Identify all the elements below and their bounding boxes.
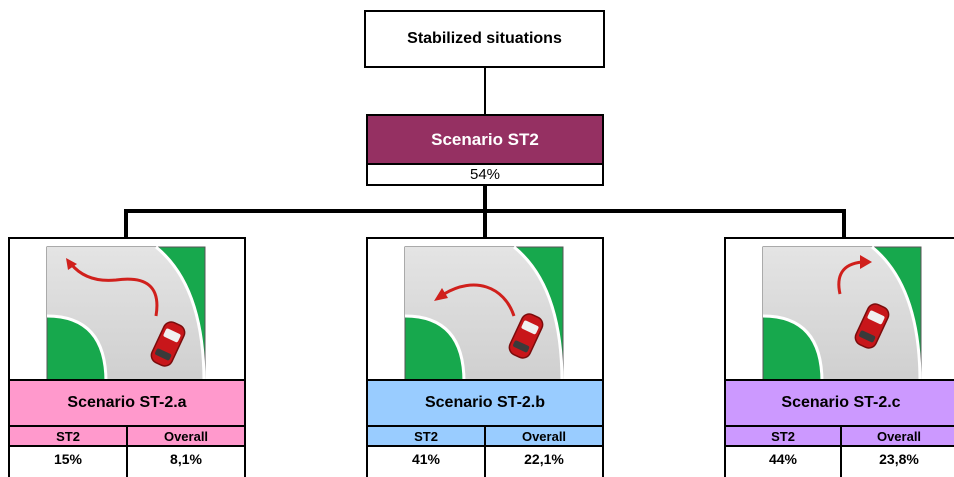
sub-scenario-label-cell: Scenario ST-2.a	[8, 379, 246, 427]
scenario-label: Scenario ST2	[431, 129, 539, 149]
sub-scenario-card-a: Scenario ST-2.a ST2 Overall 15% 8,1%	[8, 237, 246, 477]
connector-scenario-bus	[483, 186, 487, 211]
sub-scenario-header-row: ST2 Overall	[366, 427, 604, 447]
car-turn-left-sharp-icon	[46, 246, 206, 383]
sub-scenario-value-row: 15% 8,1%	[8, 447, 246, 477]
sub-scenario-header-row: ST2 Overall	[724, 427, 954, 447]
sub-scenario-label: Scenario ST-2.b	[424, 394, 546, 411]
root-label: Stabilized situations	[407, 30, 562, 47]
sub-scenario-label: Scenario ST-2.a	[67, 394, 187, 411]
sub-scenario-card-c: Scenario ST-2.c ST2 Overall 44% 23,8%	[724, 237, 954, 477]
st2-header: ST2	[414, 428, 438, 444]
connector-drop-a	[124, 209, 128, 237]
sub-scenario-header-row: ST2 Overall	[8, 427, 246, 447]
scenario-percent: 54%	[469, 166, 501, 183]
root-node: Stabilized situations	[364, 10, 605, 68]
overall-value: 22,1%	[484, 447, 602, 477]
overall-value: 8,1%	[126, 447, 244, 477]
connector-drop-c	[842, 209, 846, 237]
car-curve-left-icon	[404, 246, 564, 383]
sub-scenario-label-cell: Scenario ST-2.b	[366, 379, 604, 427]
sub-scenario-label: Scenario ST-2.c	[781, 394, 901, 411]
overall-header: Overall	[484, 427, 602, 445]
car-turn-right-icon	[762, 246, 922, 383]
st2-value: 44%	[768, 451, 798, 467]
overall-value: 23,8%	[840, 447, 954, 477]
connector-drop-b	[483, 209, 487, 237]
sub-scenario-label-cell: Scenario ST-2.c	[724, 379, 954, 427]
st2-header: ST2	[56, 428, 80, 444]
sub-scenario-card-b: Scenario ST-2.b ST2 Overall 41% 22,1%	[366, 237, 604, 477]
st2-value: 15%	[53, 451, 83, 467]
overall-header: Overall	[840, 427, 954, 445]
scenario-node: Scenario ST2	[366, 114, 604, 163]
st2-value: 41%	[411, 451, 441, 467]
connector-root-scenario	[484, 68, 486, 114]
scenario-percent-cell: 54%	[366, 163, 604, 186]
sub-scenario-value-row: 44% 23,8%	[724, 447, 954, 477]
st2-header: ST2	[771, 428, 795, 444]
overall-header: Overall	[126, 427, 244, 445]
sub-scenario-value-row: 41% 22,1%	[366, 447, 604, 477]
